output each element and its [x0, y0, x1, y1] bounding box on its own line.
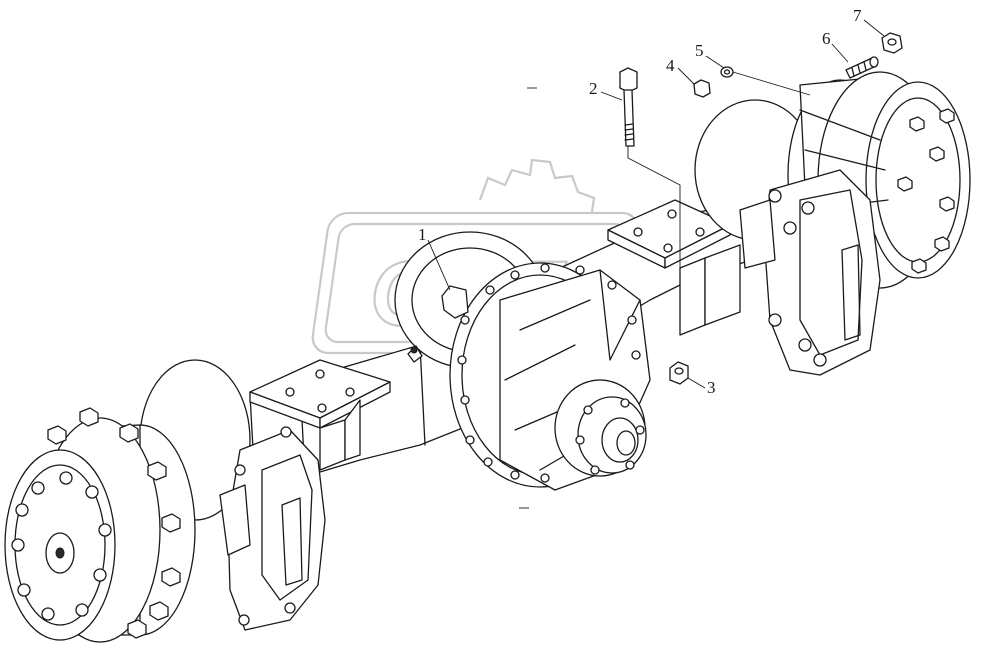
registration-marks [519, 87, 537, 509]
callout-labels: 1 2 3 4 5 6 7 [418, 6, 862, 397]
callout-4: 4 [666, 56, 675, 75]
part-2-bolt [619, 67, 638, 147]
callout-2: 2 [589, 79, 598, 98]
housing-fittings [407, 285, 469, 363]
left-spring-pad [249, 359, 391, 471]
carrier-bolts [457, 263, 641, 483]
left-hub-studs [11, 471, 112, 621]
leader-lines [427, 19, 885, 389]
left-wheel-nuts [47, 407, 181, 639]
left-wheel-hub [4, 359, 251, 643]
part-4-nut [693, 79, 711, 98]
part-3-nut [669, 361, 689, 385]
part-5-washer [720, 66, 734, 78]
callout-3: 3 [707, 378, 716, 397]
callout-7: 7 [853, 6, 862, 25]
right-hub-studs [897, 108, 955, 274]
right-spring-pad [607, 199, 741, 336]
callout-5: 5 [695, 41, 704, 60]
right-brake-caliper [739, 169, 881, 376]
callout-6: 6 [822, 29, 831, 48]
part-7-nut [881, 32, 903, 54]
differential-carrier [449, 262, 651, 491]
part-6-stud [845, 56, 879, 79]
left-brake-caliper [219, 426, 326, 631]
callout-1: 1 [418, 225, 427, 244]
